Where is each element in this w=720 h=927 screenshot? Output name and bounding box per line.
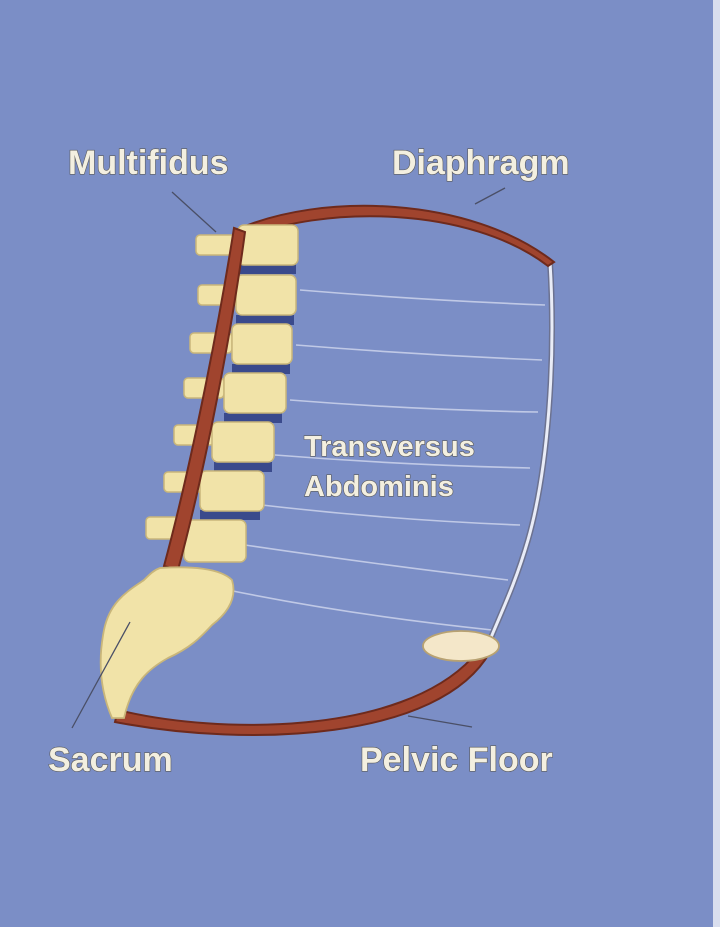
sacrum-bone — [99, 566, 235, 719]
transversus-abdominis-fibers — [227, 289, 546, 631]
vertebra-6 — [199, 470, 265, 512]
disc-5 — [214, 462, 272, 472]
leader-multifidus — [171, 191, 217, 233]
vertebra-5 — [211, 421, 275, 463]
label-transversus: Transversus — [304, 431, 475, 463]
fiber-2 — [295, 344, 543, 361]
disc-2 — [236, 315, 294, 325]
label-abdominis: Abdominis — [304, 471, 454, 503]
fiber-7 — [227, 589, 493, 631]
disc-6 — [200, 510, 260, 520]
label-pelvic-floor: Pelvic Floor — [360, 741, 553, 779]
fiber-5 — [261, 504, 521, 526]
vertebra-4 — [223, 372, 287, 414]
disc-4 — [224, 413, 282, 423]
fiber-6 — [244, 544, 509, 581]
label-multifidus: Multifidus — [68, 144, 229, 182]
leader-diaphragm — [474, 187, 506, 205]
vertebral-column — [183, 224, 299, 563]
vertebra-3 — [231, 323, 293, 365]
diaphragm-muscle — [234, 204, 556, 268]
vertebra-7 — [183, 519, 247, 563]
vertebra-2 — [235, 274, 297, 316]
leader-pelvic-floor — [407, 715, 473, 728]
vertebra-1 — [237, 224, 299, 266]
fiber-4 — [274, 454, 531, 469]
fiber-3 — [289, 399, 539, 413]
pubic-bone — [422, 630, 500, 662]
abdominal-wall-fascia-inner — [488, 261, 554, 641]
fiber-1 — [299, 289, 546, 306]
right-edge-strip — [713, 0, 720, 927]
disc-3 — [232, 364, 290, 374]
leader-sacrum — [71, 621, 131, 729]
leader-lines — [71, 187, 506, 729]
disc-1 — [240, 264, 296, 274]
label-diaphragm: Diaphragm — [392, 144, 570, 182]
label-sacrum: Sacrum — [48, 741, 173, 779]
